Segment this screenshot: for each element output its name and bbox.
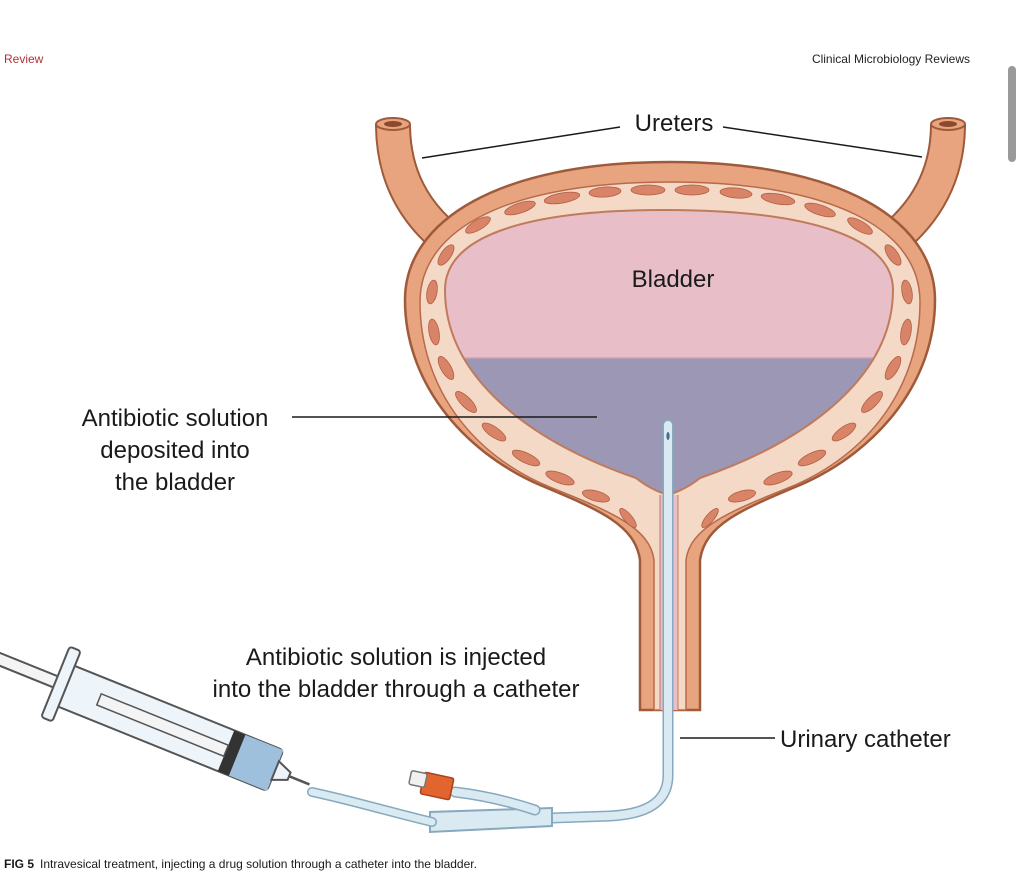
journal-title: Clinical Microbiology Reviews [811,52,970,66]
muscle-layer [426,184,913,528]
label-antibiotic-deposited-3: the bladder [115,469,235,496]
label-antibiotic-deposited-2: deposited into [100,437,249,464]
urinary-catheter [307,419,674,834]
label-injected-2: into the bladder through a catheter [213,676,580,703]
label-ureters: Ureters [635,110,714,137]
figure-caption-text: Intravesical treatment, injecting a drug… [40,857,477,871]
figure-caption: FIG 5 Intravesical treatment, injecting a… [4,857,477,871]
leader-lines [292,126,923,739]
syringe [0,643,310,791]
figure-number: FIG 5 [4,857,35,871]
label-bladder: Bladder [632,266,715,293]
scrollbar-thumb[interactable] [1008,66,1016,162]
section-label: Review [4,52,44,66]
label-antibiotic-deposited-1: Antibiotic solution [82,405,269,432]
label-urinary-catheter: Urinary catheter [780,726,951,753]
label-injected-1: Antibiotic solution is injected [246,644,546,671]
catheter-valve [408,770,455,801]
